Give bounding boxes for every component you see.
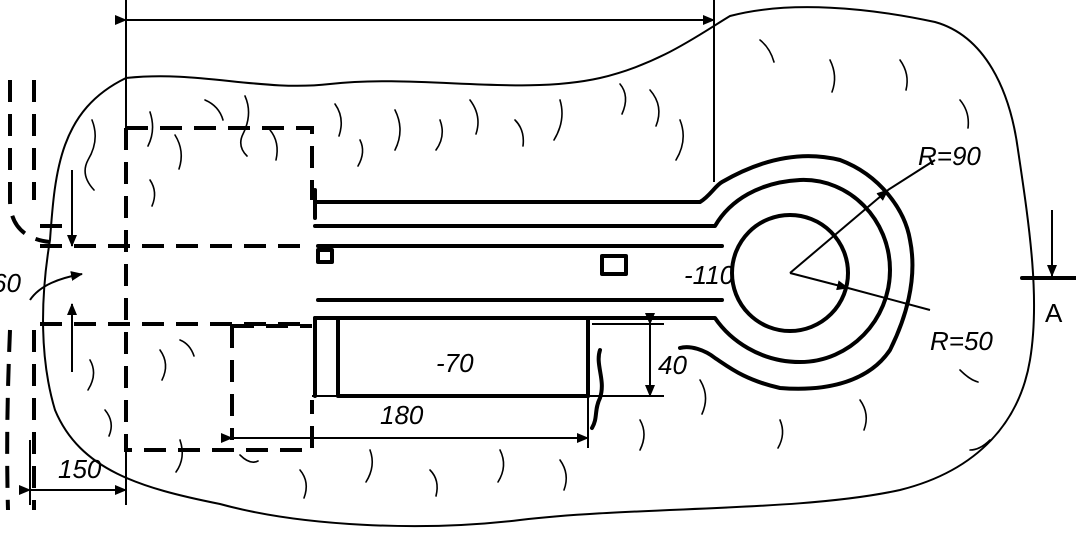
pit-depth-label: -70	[436, 348, 474, 378]
section-mark-label: A	[1045, 298, 1063, 328]
radius-inner-label: R=50	[930, 326, 993, 356]
zone-outline	[42, 6, 1036, 528]
dashed-outlines	[5, 80, 314, 511]
channel-and-pool	[313, 154, 915, 430]
edge-value-label: 60	[0, 268, 21, 298]
pit-length-label: 180	[380, 400, 424, 430]
soil-hatching	[84, 39, 991, 499]
pool-depth-label: -110	[684, 260, 735, 290]
dimension-lines	[19, 0, 1076, 505]
radius-outer-label: R=90	[918, 141, 981, 171]
gap-width-label: 40	[658, 350, 687, 380]
offset-label: 150	[58, 454, 102, 484]
